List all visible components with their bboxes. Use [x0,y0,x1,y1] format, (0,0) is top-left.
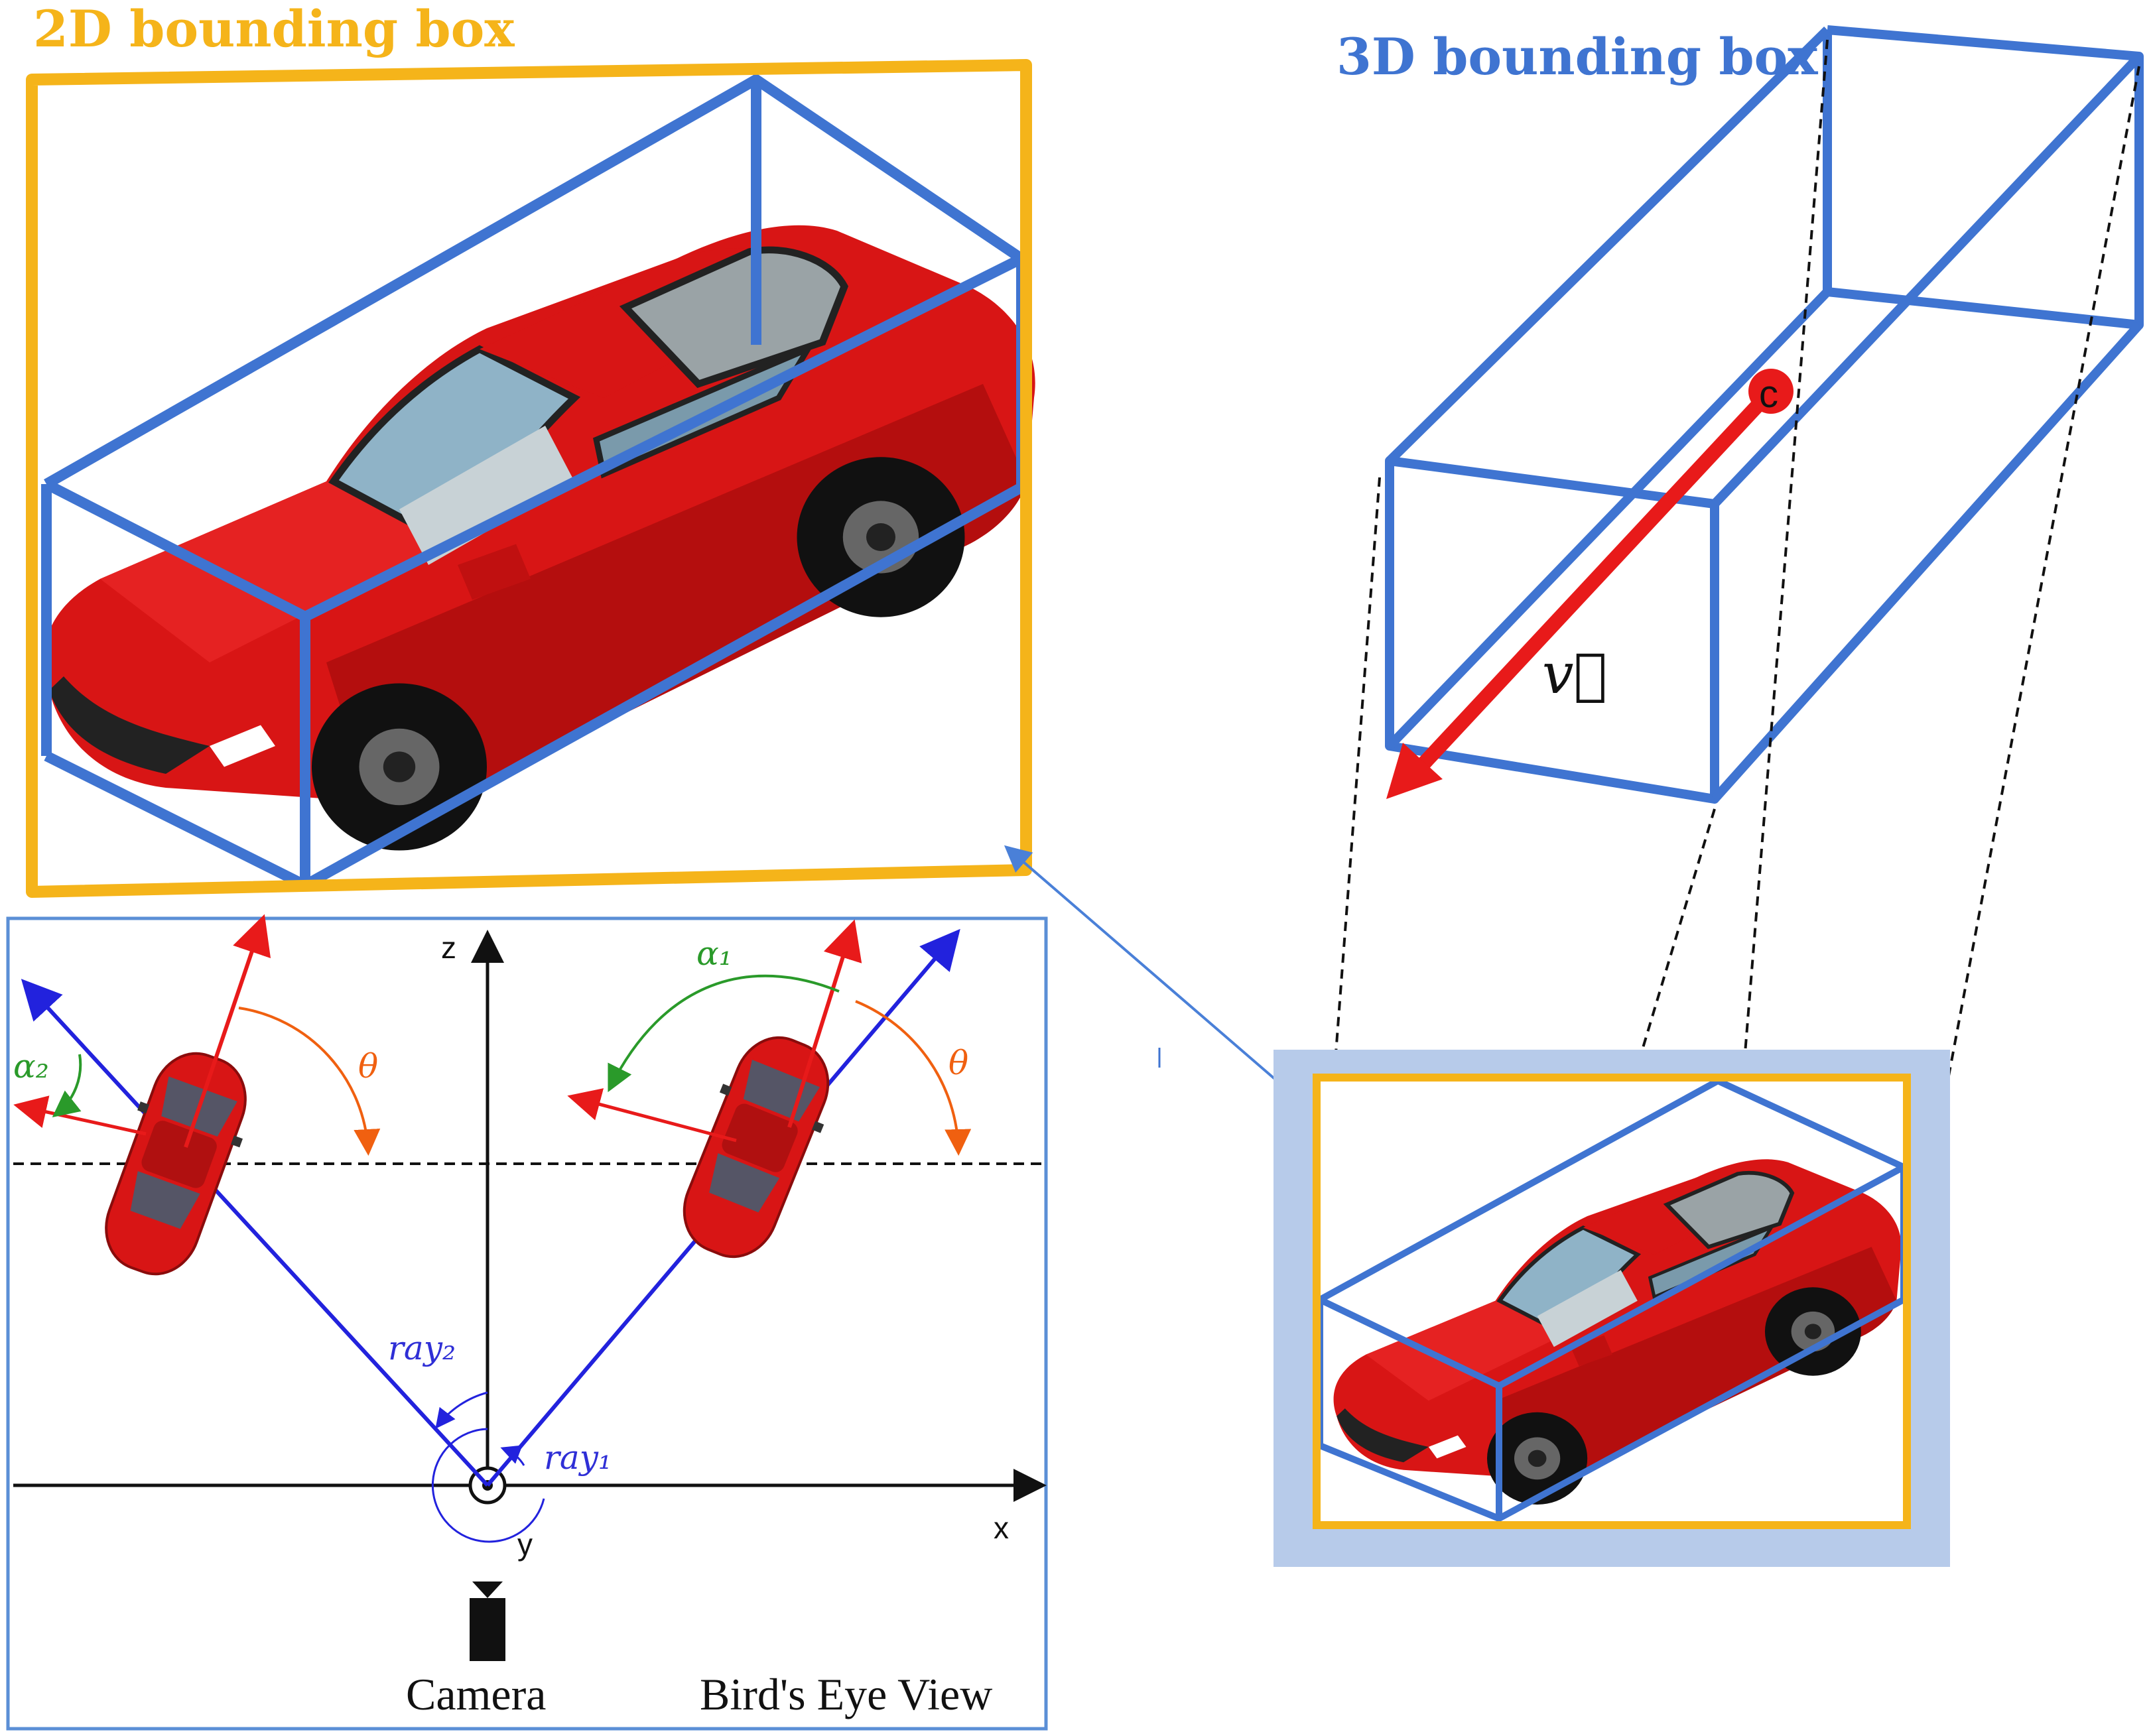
title-3d-bounding-box: 3D bounding box [1337,27,1818,86]
ray-2 [21,979,489,1487]
ray-2-label: ray₂ [388,1329,456,1367]
link-arrow-to-2d [1004,845,1301,1102]
z-axis-label: z [441,930,456,965]
center-point [1748,369,1794,414]
ray-1-label: ray₁ [544,1438,612,1477]
perpendicular-arrow-left [13,1095,147,1136]
camera-icon [470,1581,505,1661]
vector-label: v⃗ [1542,641,1607,706]
orientation-arrow-right [787,919,862,1128]
camera-label: Camera [406,1669,546,1719]
bev-panel: z x y ray₂ ray₁ θ α₂ θ α₁ [6,914,1048,1731]
center-label: c [1759,373,1778,416]
y-axis-label: y [517,1527,533,1562]
bbox-2d-panel [26,59,1035,898]
perpendicular-arrow-right [567,1088,737,1143]
orientation-arrow-left [184,914,271,1148]
x-axis-label: x [994,1511,1009,1545]
heading-vector [1386,369,1794,799]
title-2d-bounding-box: 2D bounding box [33,0,515,58]
bev-caption: Bird's Eye View [700,1669,992,1719]
alpha-1-label: α₁ [696,934,732,973]
theta-right-label: θ [948,1044,968,1082]
bbox-3d-panel [1385,25,2144,804]
thumbnail-panel [1273,1050,1950,1567]
theta-left-label: θ [358,1047,378,1085]
alpha-2-label: α₂ [13,1047,49,1085]
